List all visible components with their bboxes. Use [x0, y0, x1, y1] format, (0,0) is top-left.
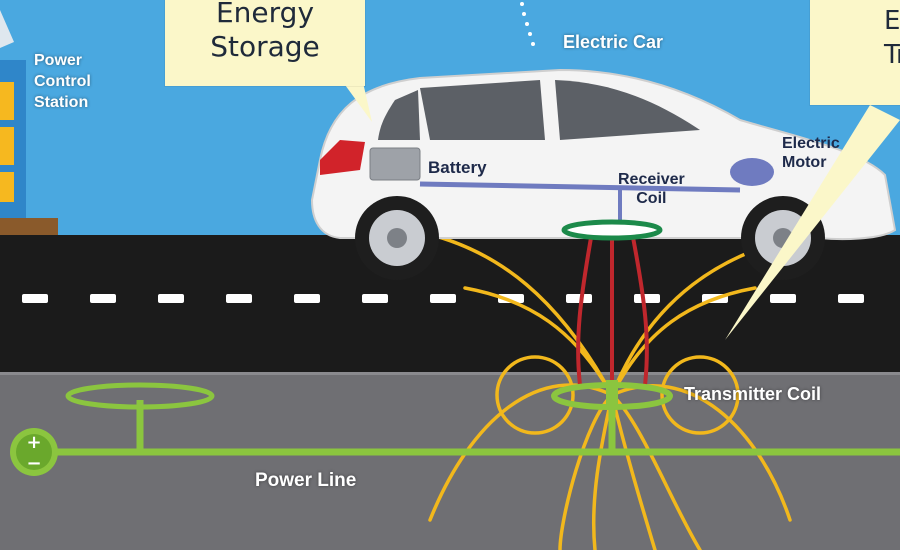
- power-control-station-label: Power Control Station: [34, 52, 91, 111]
- plus-minus-terminal-icon: + −: [10, 428, 58, 476]
- electric-car-label: Electric Car: [563, 32, 664, 52]
- power-control-station-building: [0, 10, 58, 235]
- terminal-minus: −: [26, 453, 41, 474]
- energy-storage-line-2: Storage: [210, 30, 320, 63]
- power-line: [50, 382, 900, 456]
- cut-off-callout-line-1: E: [884, 6, 900, 36]
- battery-label: Battery: [428, 158, 487, 177]
- underground: [0, 372, 900, 550]
- energy-storage-line-1: Energy: [215, 0, 315, 29]
- cut-off-callout: E Tr: [810, 0, 900, 105]
- transmitter-coil-graphic: [551, 380, 673, 410]
- cut-off-callout-line-2: Tr: [884, 40, 900, 70]
- receiver-coil-label: Receiver Coil: [618, 171, 685, 207]
- power-line-label: Power Line: [255, 470, 357, 491]
- terminal-plus: +: [26, 432, 41, 453]
- electric-car-indicator-dots: [520, 2, 535, 46]
- right-callout-pointer: [725, 105, 900, 340]
- transmitter-coil-label: Transmitter Coil: [684, 384, 822, 404]
- energy-storage-pointer: [340, 78, 372, 122]
- electric-motor-label: Electric Motor: [782, 135, 840, 171]
- receiver-link-lines: [576, 231, 649, 386]
- energy-storage-callout: Energy Storage: [165, 0, 365, 86]
